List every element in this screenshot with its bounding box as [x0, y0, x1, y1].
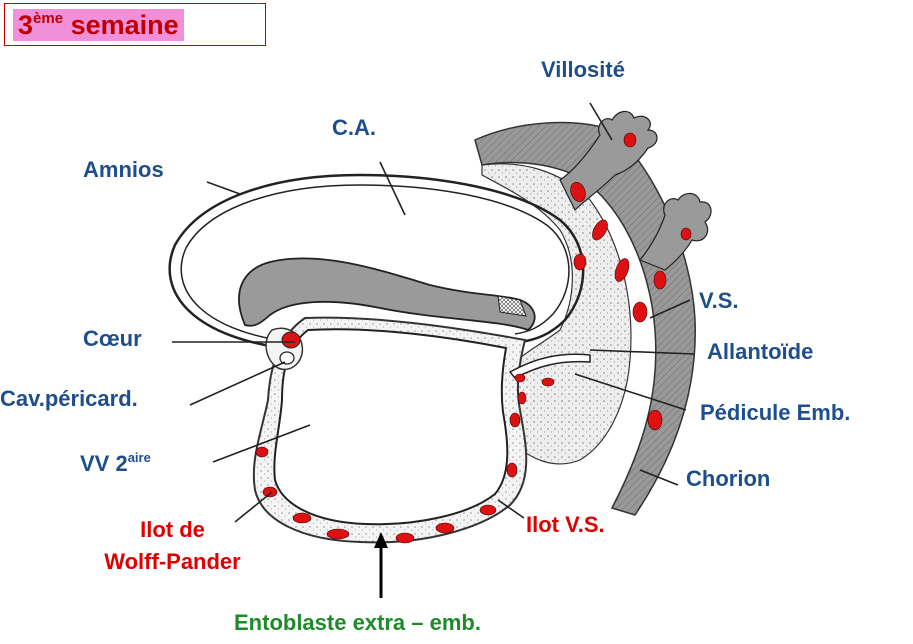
allantois — [508, 353, 591, 379]
leader-lines — [172, 102, 695, 523]
label-cav-pericard: Cav.péricard. — [0, 386, 138, 411]
label-amnios: Amnios — [83, 157, 164, 182]
heart-anlage — [281, 331, 301, 349]
label-ilot-vs: Ilot V.S. — [526, 512, 605, 537]
label-chorion: Chorion — [686, 466, 771, 491]
blood-islands — [255, 132, 692, 544]
label-villosite: Villosité — [541, 57, 625, 82]
label-pedicule-emb: Pédicule Emb. — [700, 400, 851, 425]
amnion-membrane — [168, 173, 585, 352]
label-entoblaste: Entoblaste extra – emb. — [234, 610, 481, 635]
label-wolff-pander: Wolff-Pander — [104, 549, 241, 574]
label-allantoide: Allantoïde — [707, 339, 814, 364]
label-ilot-wolff-pander: Ilot de Wolff-Pander — [80, 517, 265, 575]
entoblast-arrow — [374, 532, 388, 548]
label-ilot-de: Ilot de — [140, 517, 205, 542]
page-title: 3ème semaine — [13, 9, 184, 41]
label-ca: C.A. — [332, 115, 376, 140]
label-vs: V.S. — [699, 288, 739, 313]
label-vv-2aire: VV 2aire — [80, 450, 151, 476]
label-coeur: Cœur — [83, 326, 142, 351]
title-box: 3ème semaine — [4, 3, 266, 46]
embryonic-disc — [238, 257, 536, 332]
